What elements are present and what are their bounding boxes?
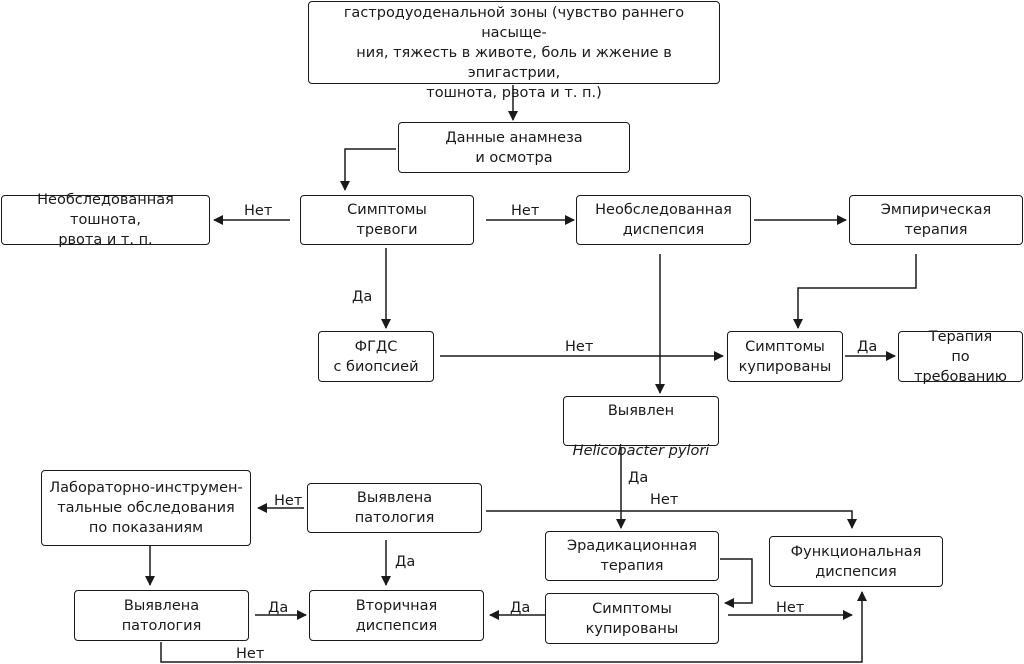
node-symptoms-relieved-1-text: Симптомы купированы (738, 338, 832, 375)
node-symptoms-relieved-2: Симптомы купированы (545, 593, 719, 644)
node-unexamined-dyspepsia-text: Необследованная диспепсия (595, 202, 732, 238)
label-no-hp: Нет (650, 492, 679, 508)
node-on-demand-therapy-text: Терапия по требованию (914, 328, 1007, 385)
node-symptoms-suspect-text: Симптомы, позволяющие подозревать патоло… (322, 0, 706, 101)
node-unexamined-nausea-text: Необследованная тошнота, рвота и т. п. (37, 192, 174, 248)
arrow-pathology-2-to-functional (160, 591, 867, 663)
node-hp-detected: Выявлен Helicobacter pylori (563, 396, 719, 459)
node-alarm-symptoms: Симптомы тревоги (300, 195, 474, 245)
node-pathology-found-1-text: Выявлена патология (354, 490, 435, 526)
label-yes-pathology-2: Да (268, 600, 289, 616)
node-pathology-found-2-text: Выявлена патология (121, 597, 202, 634)
node-secondary-dyspepsia: Вторичная диспепсия (309, 590, 484, 641)
node-pathology-found-2: Выявлена патология (74, 590, 249, 641)
node-symptoms-suspect: Симптомы, позволяющие подозревать патоло… (308, 0, 720, 101)
label-yes-relieved-2: Да (510, 600, 531, 616)
node-history-exam: Данные анамнеза и осмотра (398, 122, 630, 173)
node-empirical-therapy: Эмпирическая терапия (849, 195, 1023, 245)
node-unexamined-nausea: Необследованная тошнота, рвота и т. п. (1, 192, 210, 248)
node-fgds: ФГДС с биопсией (318, 331, 434, 382)
node-eradication: Эрадикационная терапия (545, 531, 719, 581)
label-no-pathology-2: Нет (236, 646, 265, 662)
label-yes-hp: Да (628, 470, 649, 486)
label-no-alarm-left: Нет (244, 203, 273, 219)
label-no-alarm-right: Нет (511, 203, 540, 219)
node-functional-dyspepsia-text: Функциональная диспепсия (790, 543, 922, 580)
node-hp-line1: Выявлен (607, 403, 675, 419)
node-empirical-therapy-text: Эмпирическая терапия (880, 202, 992, 238)
node-fgds-text: ФГДС с биопсией (333, 338, 419, 375)
label-no-fgds: Нет (565, 339, 594, 355)
label-yes-alarm-down: Да (352, 289, 373, 305)
node-lab-tests: Лабораторно-инструмен- тальные обследова… (41, 470, 251, 546)
node-alarm-symptoms-text: Симптомы тревоги (347, 202, 427, 238)
node-history-exam-text: Данные анамнеза и осмотра (445, 129, 583, 166)
node-pathology-found-1: Выявлена патология (307, 483, 482, 533)
node-eradication-text: Эрадикационная терапия (566, 538, 698, 574)
node-functional-dyspepsia: Функциональная диспепсия (769, 536, 943, 587)
node-on-demand-therapy: Терапия по требованию (898, 329, 1023, 385)
arrow-empirical-to-relieved-1 (793, 254, 917, 329)
arrow-pathology-1-to-functional (486, 510, 857, 529)
node-secondary-dyspepsia-text: Вторичная диспепсия (355, 597, 438, 634)
node-lab-tests-text: Лабораторно-инструмен- тальные обследова… (49, 480, 243, 536)
label-no-pathology-1: Нет (274, 493, 303, 509)
arrow-history-to-alarm (340, 148, 396, 191)
label-yes-relieved: Да (857, 339, 878, 355)
node-hp-detected-text: Выявлен Helicobacter pylori (573, 381, 710, 461)
arrow-eradication-to-relieved-2 (720, 558, 753, 608)
label-yes-pathology-1: Да (395, 554, 416, 570)
node-hp-line2: Helicobacter pylori (572, 443, 710, 459)
node-unexamined-dyspepsia: Необследованная диспепсия (576, 195, 751, 245)
label-no-relieved-2: Нет (776, 600, 805, 616)
node-symptoms-relieved-2-text: Симптомы купированы (585, 600, 679, 637)
node-symptoms-relieved-1: Симптомы купированы (727, 331, 843, 382)
